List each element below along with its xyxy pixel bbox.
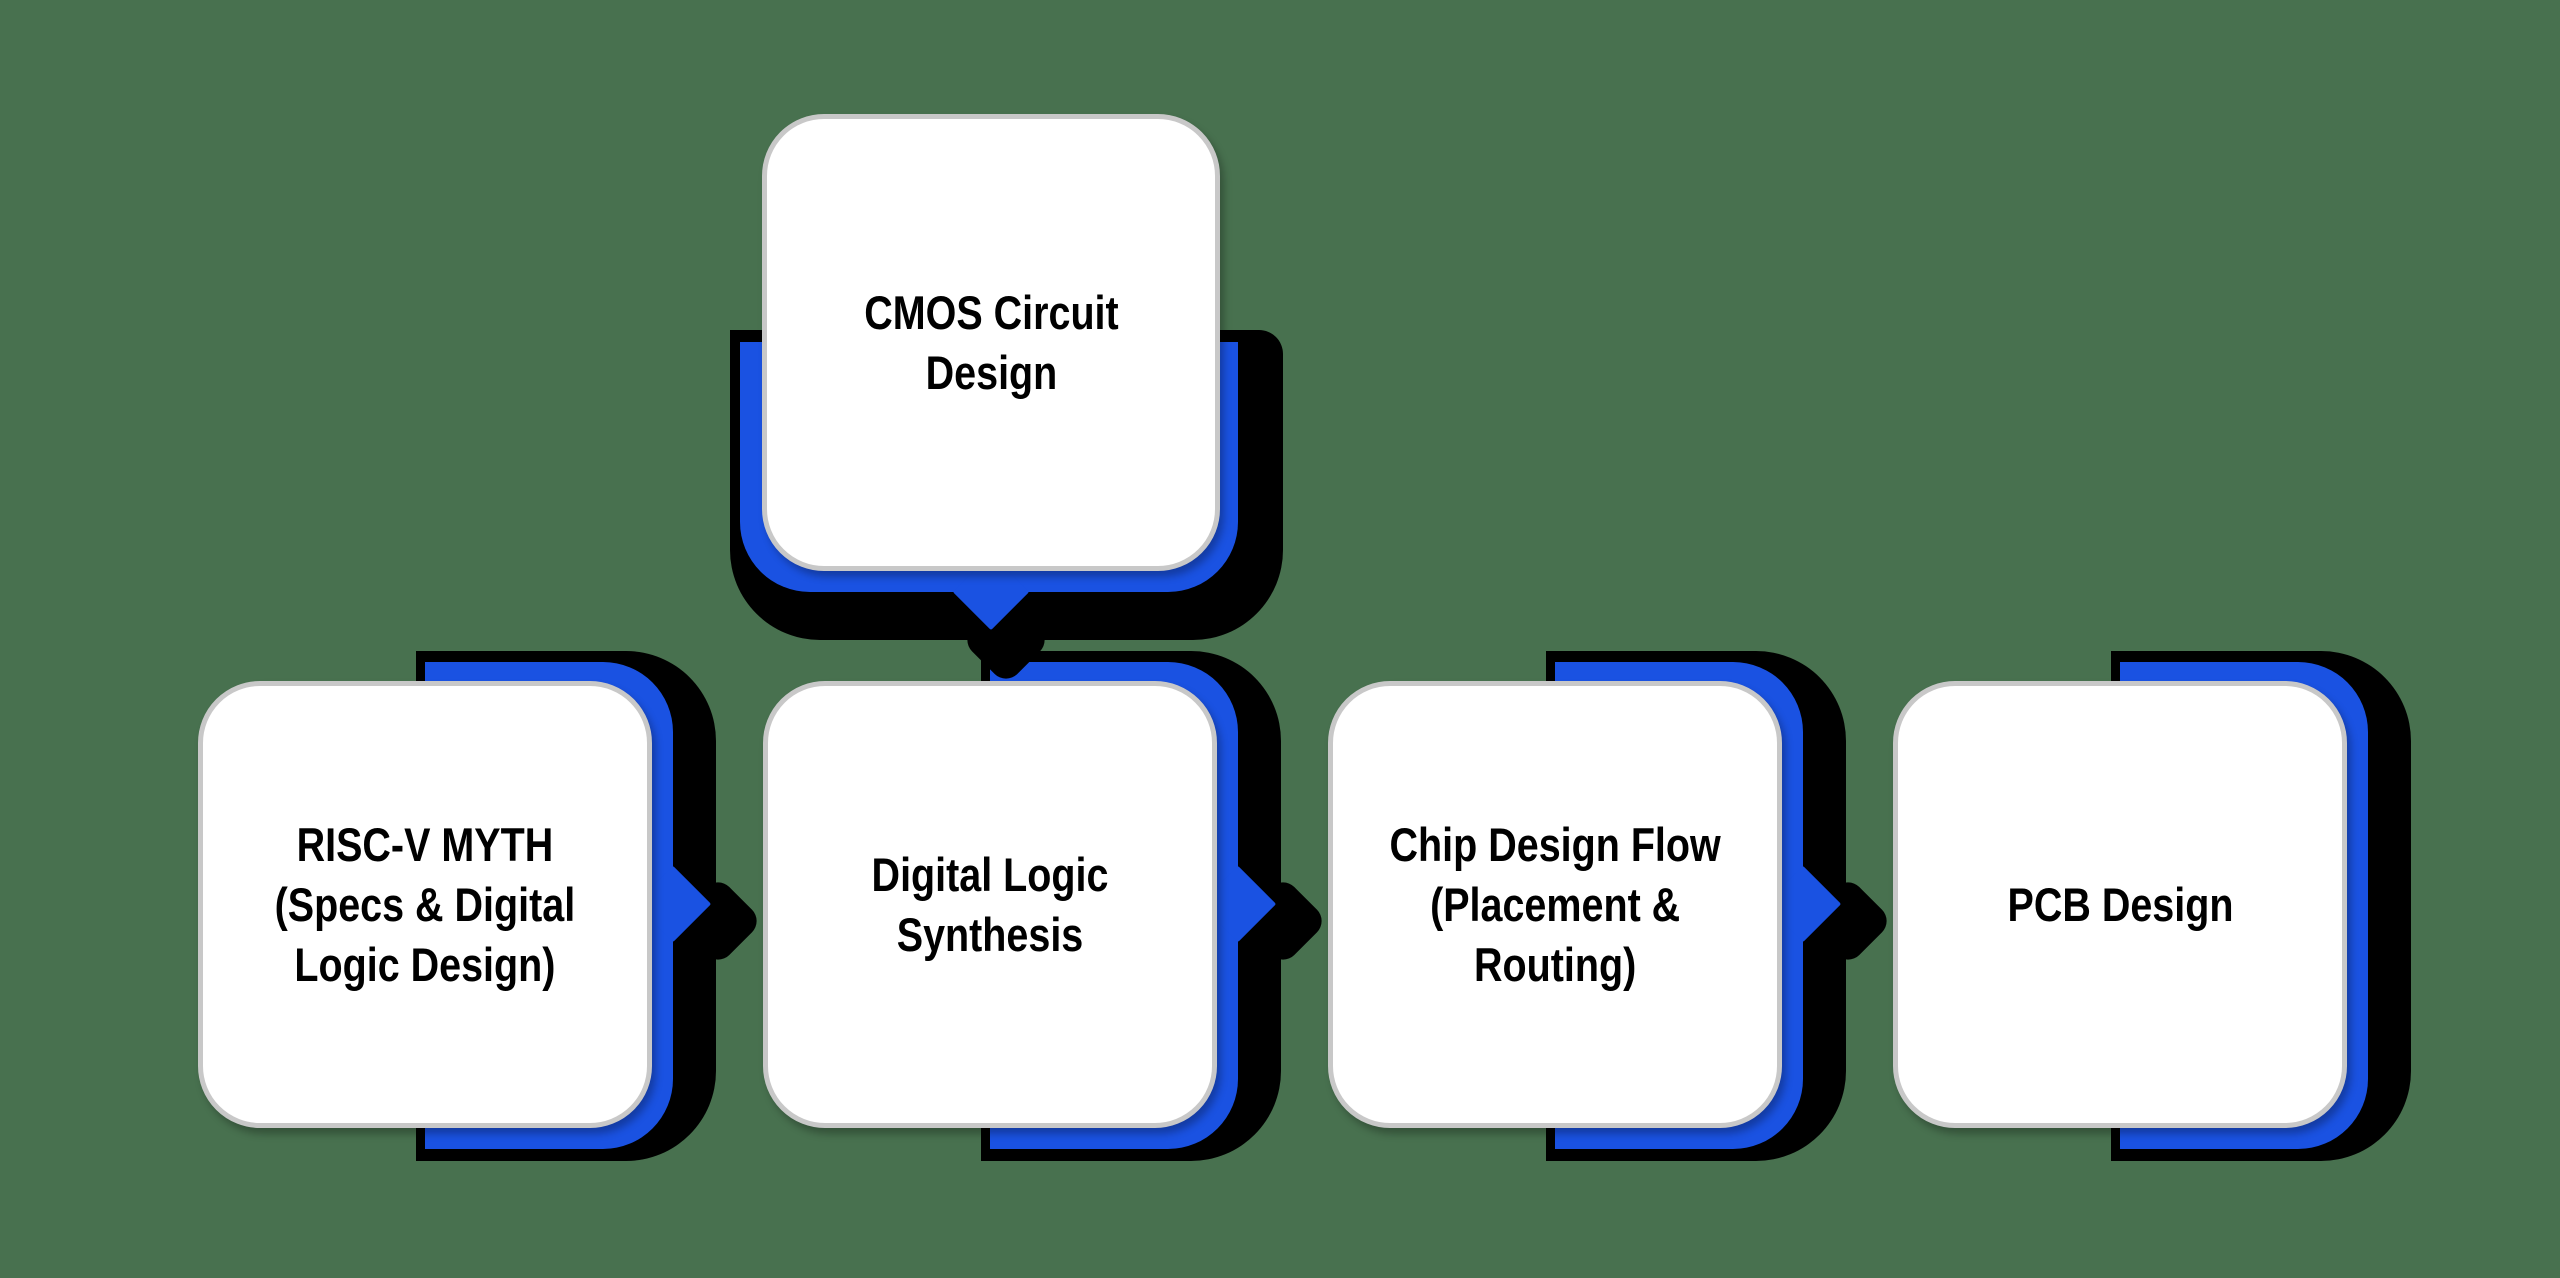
cmos-label: CMOS Circuit Design [863, 285, 1119, 399]
pcb-label: PCB Design [2007, 877, 2233, 931]
synthesis-label: Digital Logic Synthesis [871, 847, 1109, 961]
synthesis-card: Digital Logic Synthesis [763, 681, 1217, 1128]
chip-card: Chip Design Flow (Placement & Routing) [1328, 681, 1782, 1128]
cmos-card: CMOS Circuit Design [762, 114, 1220, 571]
pcb-card: PCB Design [1893, 681, 2347, 1128]
chip-label: Chip Design Flow (Placement & Routing) [1389, 817, 1721, 991]
riscv-label: RISC-V MYTH (Specs & Digital Logic Desig… [274, 817, 576, 991]
riscv-card: RISC-V MYTH (Specs & Digital Logic Desig… [198, 681, 652, 1128]
